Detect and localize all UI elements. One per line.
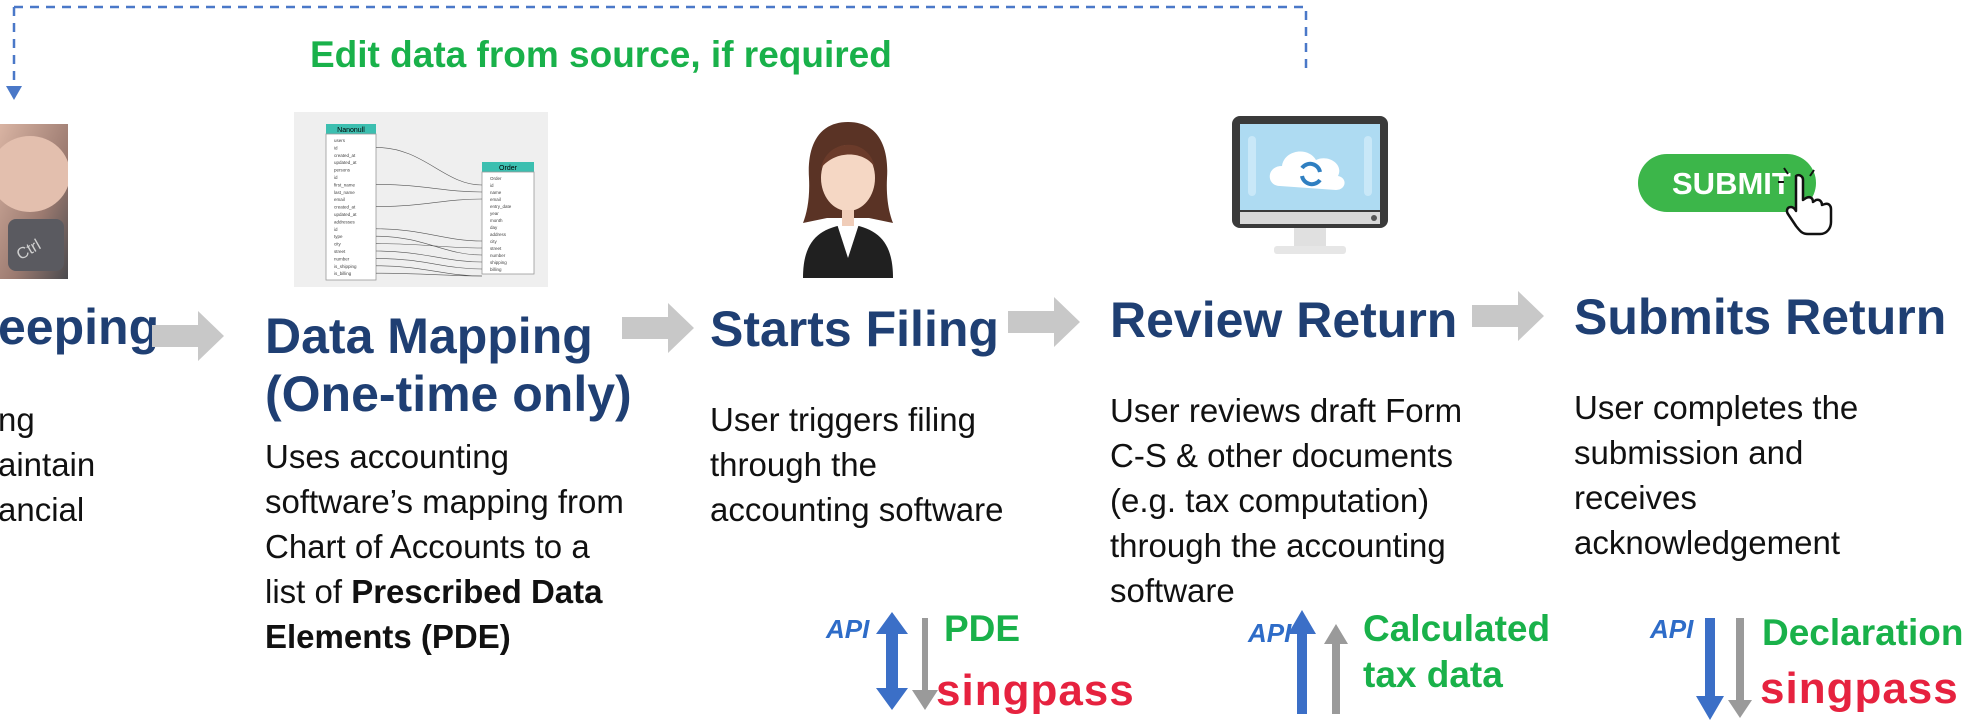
schema-right-field: address	[490, 232, 507, 237]
schema-left-field: first_name	[334, 182, 356, 187]
step-desc-starts-filing: User triggers filing through the account…	[710, 401, 1004, 528]
schema-left-field: last_name	[334, 190, 355, 195]
api-label: API	[1248, 618, 1292, 648]
schema-left-field: id	[334, 175, 338, 180]
schema-left-field: city	[334, 242, 342, 247]
schema-right-field: shipping	[490, 260, 507, 265]
step-desc-review-return: User reviews draft Form C-S & other docu…	[1110, 392, 1463, 609]
flow-arrow	[152, 311, 224, 361]
schema-right-field: billing	[490, 267, 502, 272]
schema-left-field: type	[334, 234, 343, 239]
schema-left-table-name: Nanonull	[337, 127, 365, 134]
schema-right-field: number	[490, 253, 506, 258]
schema-left-field: is_shipping	[334, 264, 357, 269]
schema-right-field: Order	[490, 176, 502, 181]
step-title-review-return: Review Return	[1110, 292, 1458, 348]
schema-right-field: entry_date	[490, 204, 512, 209]
step-desc-submits-return: User completes the submission and receiv…	[1574, 389, 1859, 561]
feedback-note: Edit data from source, if required	[310, 34, 892, 75]
schema-link	[375, 243, 483, 249]
bidirectional-arrow-icon	[876, 612, 938, 710]
singpass-logo: singpass	[1760, 664, 1959, 713]
api-label: API	[826, 614, 870, 644]
schema-link	[375, 147, 483, 186]
singpass-logo: singpass	[936, 666, 1135, 715]
schema-left-field: updated_at	[334, 212, 357, 217]
schema-left-field: users	[334, 138, 346, 143]
schema-link	[375, 258, 483, 270]
feedback-loop-line	[6, 5, 1308, 100]
keyboard-image: Ctrl	[0, 124, 68, 279]
api-label: API	[1650, 614, 1694, 644]
monitor-cloud-image	[1228, 114, 1392, 264]
submit-button	[1638, 154, 1816, 212]
schema-left-field: updated_at	[334, 160, 357, 165]
schema-right-field: name	[490, 190, 502, 195]
schema-link	[375, 250, 483, 263]
flow-arrow	[622, 303, 694, 353]
schema-right-field: street	[490, 246, 502, 251]
schema-link	[375, 198, 483, 207]
flow-arrow	[1008, 297, 1080, 347]
flow-arrow	[1472, 291, 1544, 341]
user-avatar-image	[797, 118, 899, 278]
api-data-label-declaration: Declaration	[1762, 612, 1964, 653]
schema-right-field: year	[490, 211, 499, 216]
schema-left-field: email	[334, 197, 345, 202]
schema-link	[375, 228, 483, 242]
step-desc-data-mapping: Uses accounting software’s mapping from …	[265, 438, 624, 655]
step-title-submits-return: Submits Return	[1574, 289, 1947, 345]
schema-link	[375, 184, 483, 193]
step-title-starts-filing: Starts Filing	[710, 301, 999, 357]
submit-button-image: SUBMIT	[1638, 154, 1854, 236]
upload-arrows-icon	[1288, 610, 1348, 714]
step-title-bookkeeping: eeping	[0, 299, 160, 355]
schema-left-field: is_billing	[334, 271, 352, 276]
schema-left-field: created_at	[334, 153, 356, 158]
step-desc-bookkeeping: ng aintain ancial	[0, 401, 96, 528]
api-data-label-pde: PDE	[944, 608, 1021, 649]
schema-right-table-name: Order	[499, 165, 518, 172]
step-title-data-mapping: Data Mapping (One-time only)	[265, 308, 632, 422]
submit-button-label: SUBMIT	[1672, 166, 1791, 201]
schema-right-field: city	[490, 239, 498, 244]
schema-left-field: persons	[334, 168, 351, 173]
schema-right-field: month	[490, 218, 503, 223]
schema-right-field: email	[490, 197, 501, 202]
schema-left-field: id	[334, 227, 338, 232]
schema-left-field: addresses	[334, 219, 356, 224]
schema-left-field: number	[334, 256, 350, 261]
schema-diagram-image: Nanonull Order users id created_at updated_…	[294, 112, 548, 287]
schema-right-field: id	[490, 183, 494, 188]
download-arrows-icon	[1696, 618, 1752, 720]
schema-link	[375, 272, 483, 277]
api-data-label-calculated-tax: Calculated tax data	[1363, 608, 1551, 695]
schema-left-field: street	[334, 249, 346, 254]
schema-right-field: day	[490, 225, 498, 230]
schema-left-field: id	[334, 145, 338, 150]
schema-left-field: created_at	[334, 205, 356, 210]
hand-cursor-icon	[1778, 167, 1833, 236]
